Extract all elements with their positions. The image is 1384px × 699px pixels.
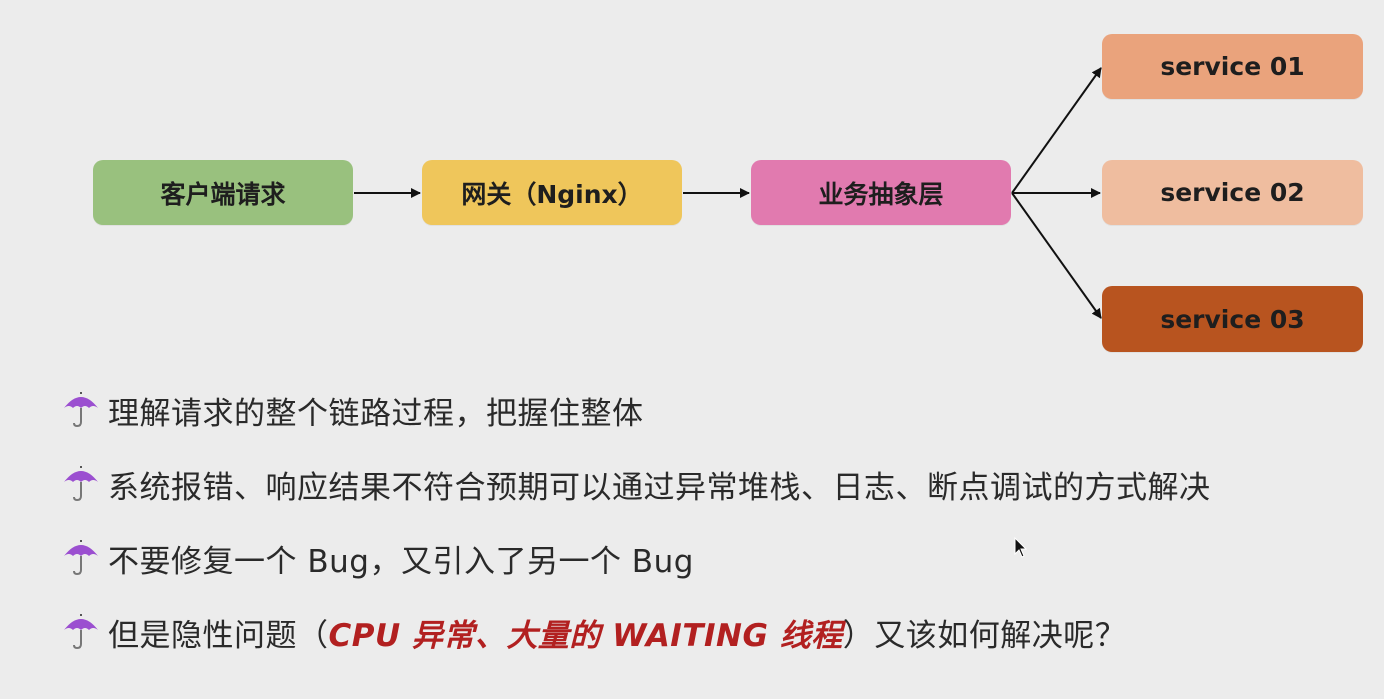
bullet-text: 理解请求的整个链路过程，把握住整体 — [108, 395, 644, 432]
emphasis-cpu-exception: CPU 异常 — [328, 617, 475, 654]
node-service-02: service 02 — [1102, 160, 1363, 225]
bullet-item: 但是隐性问题（CPU 异常、大量的 WAITING 线程）又该如何解决呢？ — [62, 604, 1126, 660]
node-business-layer: 业务抽象层 — [751, 160, 1011, 225]
node-client-label: 客户端请求 — [160, 179, 286, 209]
arrow-business-service3 — [1011, 192, 1102, 319]
node-gateway-label: 网关（Nginx） — [461, 179, 643, 209]
arrow-business-service1 — [1011, 67, 1102, 194]
bullet-item: 理解请求的整个链路过程，把握住整体 — [62, 382, 644, 438]
bullet-text-after: ）又该如何解决呢？ — [842, 617, 1127, 654]
node-client-request: 客户端请求 — [93, 160, 353, 225]
bullet-text: 但是隐性问题（CPU 异常、大量的 WAITING 线程）又该如何解决呢？ — [108, 610, 1126, 655]
umbrella-icon — [62, 464, 100, 504]
bullet-item: 不要修复一个 Bug，又引入了另一个 Bug — [62, 530, 694, 586]
bullet-text: 系统报错、响应结果不符合预期可以通过异常堆栈、日志、断点调试的方式解决 — [108, 469, 1211, 506]
bullet-text-before: 但是隐性问题（ — [108, 617, 329, 654]
mouse-cursor-icon — [1014, 536, 1028, 559]
bullet-item: 系统报错、响应结果不符合预期可以通过异常堆栈、日志、断点调试的方式解决 — [62, 456, 1211, 512]
emphasis-separator: 、 — [474, 617, 507, 654]
node-service-03: service 03 — [1102, 286, 1363, 352]
node-service-03-label: service 03 — [1160, 304, 1305, 334]
umbrella-icon — [62, 538, 100, 578]
umbrella-icon — [62, 612, 100, 652]
node-business-label: 业务抽象层 — [818, 179, 944, 209]
node-service-01-label: service 01 — [1160, 52, 1305, 81]
architecture-diagram: 客户端请求 网关（Nginx） 业务抽象层 service 01 service… — [93, 34, 1363, 352]
node-service-01: service 01 — [1102, 34, 1363, 99]
node-gateway-nginx: 网关（Nginx） — [422, 160, 682, 225]
bullet-text: 不要修复一个 Bug，又引入了另一个 Bug — [108, 543, 694, 580]
node-service-02-label: service 02 — [1160, 178, 1305, 207]
emphasis-waiting-threads: 大量的 WAITING 线程 — [506, 617, 843, 654]
umbrella-icon — [62, 390, 100, 430]
